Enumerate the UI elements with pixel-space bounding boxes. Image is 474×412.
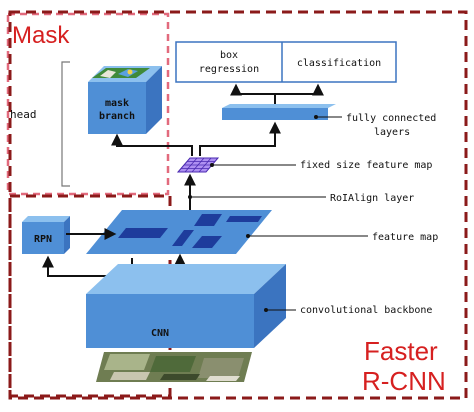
arrow-to-fc	[199, 121, 281, 156]
segmentation-thumbnail-icon	[92, 68, 150, 78]
box-regression-label-2: regression	[199, 64, 259, 75]
mask-branch-label-1: mask	[105, 98, 129, 109]
fixed-size-feature-map	[176, 157, 220, 173]
fc-label-1: fully connected	[346, 113, 436, 124]
fc-arrow-right	[275, 83, 324, 96]
mask-branch-label-2: branch	[99, 111, 135, 122]
head-bracket	[61, 61, 70, 187]
cnn-backbone-block: CNN	[86, 264, 286, 348]
head-label: head	[10, 108, 37, 121]
rpn-block: RPN	[22, 216, 70, 254]
arrow-to-mask-branch	[111, 133, 193, 156]
input-photo-strip-icon	[96, 352, 252, 382]
fc-arrow-stem	[230, 83, 276, 104]
cnn-label: CNN	[151, 328, 169, 339]
feature-map-label: feature map	[372, 232, 438, 243]
fc-layer	[222, 108, 328, 120]
roialign-label: RoIAlign layer	[330, 193, 414, 204]
fc-layer-top	[222, 104, 336, 108]
mask-region-box	[6, 12, 170, 196]
mask-label: Mask	[12, 22, 70, 49]
fc-label-2: layers	[374, 127, 410, 138]
classification-label: classification	[297, 58, 381, 69]
output-box	[175, 41, 397, 83]
arrow-backbone-to-rpn	[42, 255, 132, 277]
rcnn-label: R-CNN	[362, 366, 446, 396]
rpn-label: RPN	[34, 234, 52, 245]
box-regression-label-1: box	[220, 50, 238, 61]
feature-map-plane	[86, 210, 272, 254]
convolutional-backbone-label: convolutional backbone	[300, 305, 432, 316]
mask-branch-cube: mask branch	[88, 66, 162, 134]
faster-label: Faster	[364, 336, 438, 366]
fixed-size-feature-map-label: fixed size feature map	[300, 160, 432, 171]
